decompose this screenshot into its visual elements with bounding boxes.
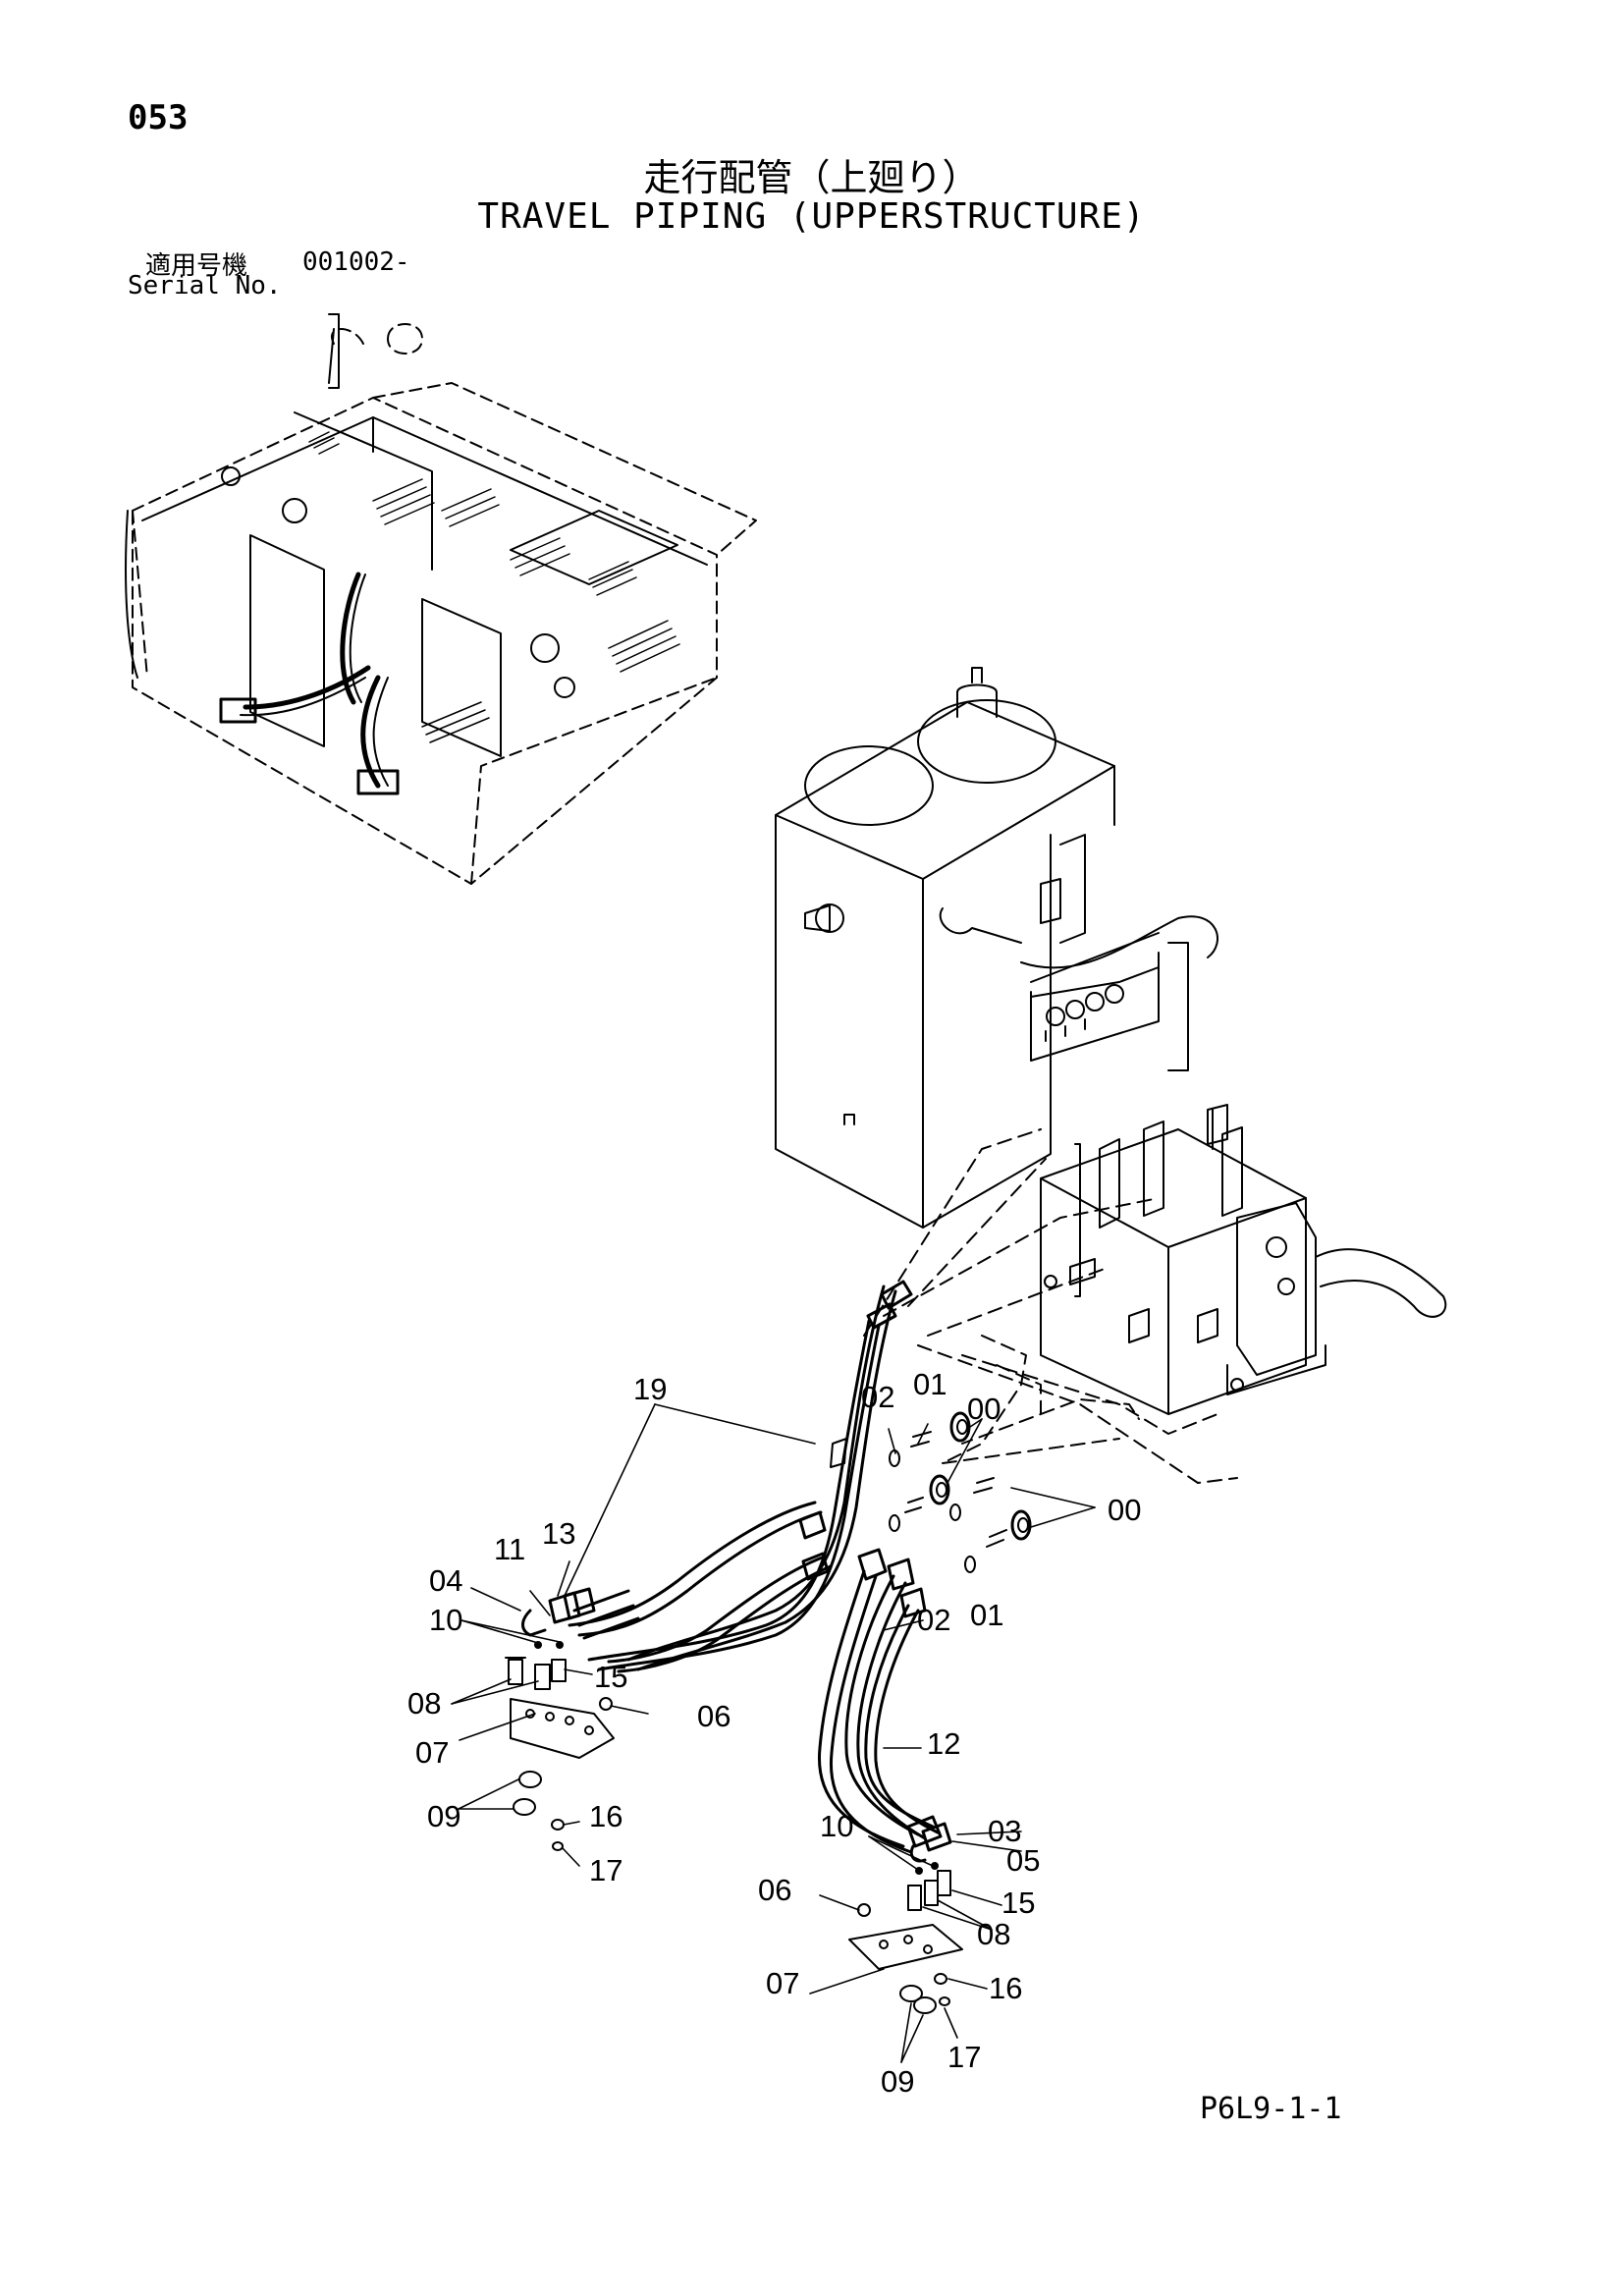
callout-00: 00 [967, 1392, 1001, 1426]
hydraulic-tank-and-valve [775, 667, 1447, 1415]
travel-hose-bundle [568, 1280, 940, 1854]
callout-17: 17 [947, 2040, 981, 2074]
callout-01: 01 [970, 1598, 1003, 1632]
flange-and-seals [889, 1411, 1032, 1573]
callout-12: 12 [927, 1726, 960, 1761]
serial-label-japanese: 適用号機 [145, 251, 248, 281]
callout-19: 19 [633, 1372, 667, 1406]
drawing-code: P6L9-1-1 [1200, 2092, 1342, 2126]
serial-label-english: Serial No. [128, 271, 282, 301]
callout-07: 07 [766, 1966, 799, 2000]
callout-02: 02 [861, 1380, 894, 1414]
callout-09: 09 [881, 2064, 914, 2099]
callout-08: 08 [407, 1686, 441, 1721]
callout-04: 04 [429, 1563, 462, 1598]
callout-01: 01 [913, 1367, 947, 1401]
callout-06: 06 [758, 1873, 791, 1907]
callout-labels: 19 02 01 00 00 13 11 04 10 02 01 15 08 0… [407, 1367, 1141, 2099]
callout-00: 00 [1108, 1493, 1141, 1527]
title-japanese: 走行配管（上廻り） [643, 156, 980, 199]
left-fitting-group [505, 1587, 640, 1851]
callout-15: 15 [594, 1660, 627, 1694]
callout-16: 16 [589, 1799, 622, 1833]
callout-02: 02 [917, 1603, 950, 1637]
callout-15: 15 [1001, 1886, 1035, 1920]
title-english: TRAVEL PIPING (UPPERSTRUCTURE) [477, 196, 1146, 237]
page-number: 053 [128, 98, 189, 137]
callout-11: 11 [494, 1532, 525, 1566]
callout-05: 05 [1006, 1843, 1040, 1878]
pipe-routing-dashed-lines [863, 1128, 1238, 1484]
callout-09: 09 [427, 1799, 460, 1833]
callout-13: 13 [542, 1516, 575, 1551]
callout-07: 07 [415, 1735, 449, 1770]
callout-16: 16 [989, 1971, 1022, 2005]
serial-value: 001002- [302, 247, 410, 277]
callout-10: 10 [820, 1809, 853, 1843]
callout-17: 17 [589, 1853, 622, 1887]
callout-03: 03 [988, 1814, 1021, 1848]
right-fitting-group [848, 1815, 963, 2014]
callout-08: 08 [977, 1917, 1010, 1951]
callout-10: 10 [429, 1603, 462, 1637]
upperstructure-overview [125, 313, 757, 885]
leader-lines [451, 1403, 1096, 2063]
callout-06: 06 [697, 1699, 730, 1733]
